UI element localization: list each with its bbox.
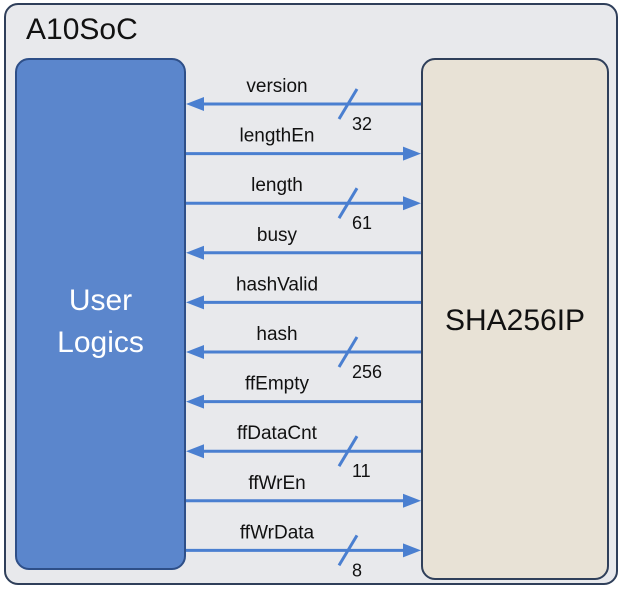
signal-label: ffWrEn	[248, 473, 305, 494]
bus-width-slash	[337, 336, 359, 368]
bus-width-slash	[337, 435, 359, 467]
user-logics-block: User Logics	[15, 58, 186, 570]
signal-label: ffWrData	[240, 522, 315, 543]
arrow-head-icon	[186, 295, 204, 310]
arrow-head-icon	[186, 345, 204, 359]
signal-hashValid: hashValid	[186, 274, 421, 310]
soc-title: A10SoC	[26, 13, 138, 46]
bus-width-label: 61	[352, 213, 372, 233]
signal-label: busy	[257, 225, 298, 246]
bus-width-label: 32	[352, 114, 372, 134]
signal-label: lengthEn	[239, 126, 314, 147]
signal-ffDataCnt: ffDataCnt 11	[186, 423, 421, 481]
signal-length: length 61	[186, 175, 421, 233]
signal-version: version 32	[186, 76, 421, 134]
arrow-head-icon	[186, 245, 204, 260]
arrow-head-icon	[186, 97, 204, 111]
bus-width-slash	[337, 187, 359, 219]
bus-width-label: 8	[352, 560, 362, 580]
signal-label: hashValid	[236, 274, 318, 295]
user-logics-label: User Logics	[57, 284, 144, 359]
signal-label: length	[251, 175, 303, 196]
signal-label: ffDataCnt	[237, 423, 318, 444]
sha256ip-block: SHA256IP	[421, 58, 609, 580]
signal-lengthEn: lengthEn	[186, 126, 421, 161]
arrow-head-icon	[403, 543, 421, 558]
arrow-head-icon	[403, 196, 421, 211]
arrow-head-icon	[403, 146, 421, 161]
sha256ip-label: SHA256IP	[444, 304, 586, 337]
signal-hash: hash 256	[186, 324, 421, 382]
arrow-head-icon	[186, 394, 204, 409]
bus-width-slash	[337, 534, 359, 567]
signal-busy: busy	[186, 225, 421, 260]
arrow-head-icon	[186, 444, 204, 459]
signal-label: version	[246, 76, 307, 97]
signal-ffWrData: ffWrData 8	[186, 522, 421, 580]
bus-width-slash	[337, 88, 359, 120]
signal-label: hash	[256, 324, 297, 345]
bus-width-label: 256	[352, 362, 382, 382]
signal-ffWrEn: ffWrEn	[186, 473, 421, 508]
signal-label: ffEmpty	[245, 374, 310, 395]
bus-width-label: 11	[352, 461, 371, 481]
arrow-head-icon	[403, 493, 421, 508]
signal-ffEmpty: ffEmpty	[186, 374, 421, 409]
